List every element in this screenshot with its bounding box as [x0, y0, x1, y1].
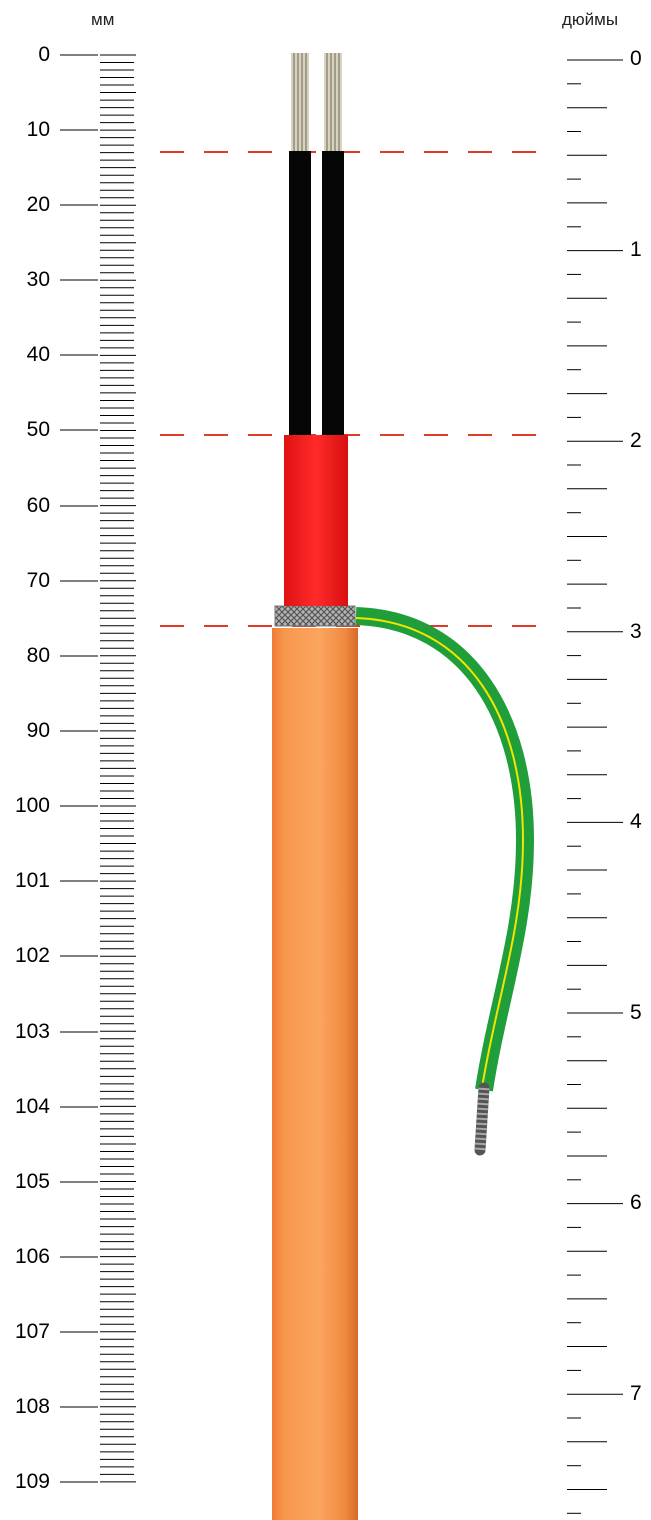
ground-conductor-strands	[474, 1087, 490, 1151]
mm-tick-label: 102	[14, 944, 50, 967]
mm-unit-label: мм	[91, 10, 115, 29]
inch-tick-label: 0	[630, 47, 642, 70]
mm-tick-label: 100	[14, 794, 50, 817]
mm-tick-label: 40	[26, 343, 50, 366]
mm-tick-label: 80	[26, 644, 50, 667]
cable	[272, 53, 535, 1520]
inch-tick-label: 1	[630, 238, 642, 261]
mm-tick-label: 30	[26, 268, 50, 291]
inch-ticks	[567, 59, 623, 1514]
inch-tick-label: 4	[630, 810, 642, 833]
conductor-left	[291, 53, 309, 151]
core-insulation-right	[322, 151, 344, 435]
inch-unit-label: дюймы	[562, 10, 619, 29]
inner-sheath	[284, 435, 348, 606]
mm-tick-label: 70	[26, 569, 50, 592]
outer-jacket	[272, 628, 358, 1520]
mm-tick-label: 109	[14, 1470, 50, 1493]
mm-tick-label: 20	[26, 193, 50, 216]
inch-tick-label: 7	[630, 1382, 642, 1405]
mm-tick-label: 10	[26, 118, 50, 141]
mm-tick-label: 101	[14, 869, 50, 892]
mm-tick-label: 103	[14, 1020, 50, 1043]
ground-wire-stripe	[355, 617, 525, 1089]
inch-ruler	[567, 59, 623, 1514]
inch-tick-label: 2	[630, 429, 642, 452]
mm-tick-label: 0	[38, 43, 50, 66]
mm-tick-label: 108	[14, 1395, 50, 1418]
ground-wire	[355, 607, 535, 1092]
mm-minor-ticks	[100, 54, 136, 1483]
core-insulation-left	[289, 151, 311, 435]
mm-tick-label: 60	[26, 494, 50, 517]
inch-tick-label: 3	[630, 620, 642, 643]
conductor-right	[324, 53, 342, 151]
mm-tick-label: 104	[14, 1095, 50, 1118]
braid-shield	[274, 605, 356, 627]
mm-tick-label: 106	[14, 1245, 50, 1268]
mm-ruler	[60, 54, 136, 1483]
mm-tick-label: 50	[26, 418, 50, 441]
mm-tick-label: 105	[14, 1170, 50, 1193]
inch-tick-label: 5	[630, 1001, 642, 1024]
strip-markers	[160, 151, 545, 627]
mm-tick-label: 107	[14, 1320, 50, 1343]
mm-tick-label: 90	[26, 719, 50, 742]
inch-tick-label: 6	[630, 1191, 642, 1214]
